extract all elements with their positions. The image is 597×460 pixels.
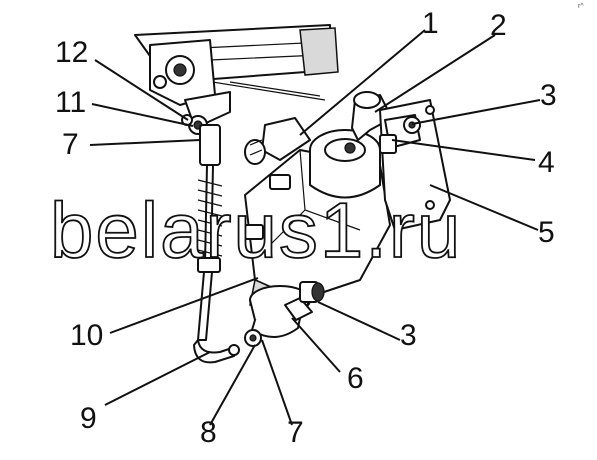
leader-12 (94, 59, 189, 121)
leader-8 (209, 344, 256, 426)
leader-2 (374, 34, 496, 113)
callout-7-top: 7 (62, 128, 79, 161)
inlet-elbow (351, 91, 393, 141)
callout-4: 4 (538, 146, 555, 179)
callout-5: 5 (538, 216, 555, 249)
leader-7-top (89, 139, 201, 146)
callout-6: 6 (347, 362, 364, 395)
callout-labels: 1 2 3 4 5 12 11 7 10 3 6 9 8 7 (55, 7, 557, 449)
callout-7-bottom: 7 (287, 416, 304, 449)
leader-11 (91, 103, 194, 127)
leader-3-bottom (317, 301, 401, 341)
callout-10: 10 (70, 319, 103, 352)
callout-9: 9 (80, 402, 97, 435)
leader-9 (104, 351, 211, 406)
callout-12: 12 (55, 36, 88, 69)
leader-1 (299, 29, 426, 136)
leader-4 (391, 139, 536, 161)
callout-11: 11 (55, 86, 86, 119)
callout-1: 1 (422, 7, 439, 40)
leader-10 (109, 277, 259, 334)
leader-5 (429, 184, 539, 231)
leader-6 (291, 317, 341, 373)
watermark-text: belarus1.ru (50, 186, 462, 274)
left-hose-fitting (244, 117, 311, 165)
leader-3-top (411, 99, 541, 125)
pull-rod-with-spring (193, 124, 240, 364)
mounting-bracket (149, 39, 231, 135)
lower-cylinder (244, 281, 325, 347)
leader-7-bottom (261, 339, 293, 426)
callout-2: 2 (490, 9, 507, 42)
upper-cylinder (309, 129, 381, 199)
callout-3-bottom: 3 (400, 319, 417, 352)
callout-3-top: 3 (540, 79, 557, 112)
leader-lines (89, 29, 541, 426)
callout-8: 8 (200, 416, 217, 449)
right-fitting (379, 114, 421, 154)
corner-mark: r^ (578, 3, 584, 10)
